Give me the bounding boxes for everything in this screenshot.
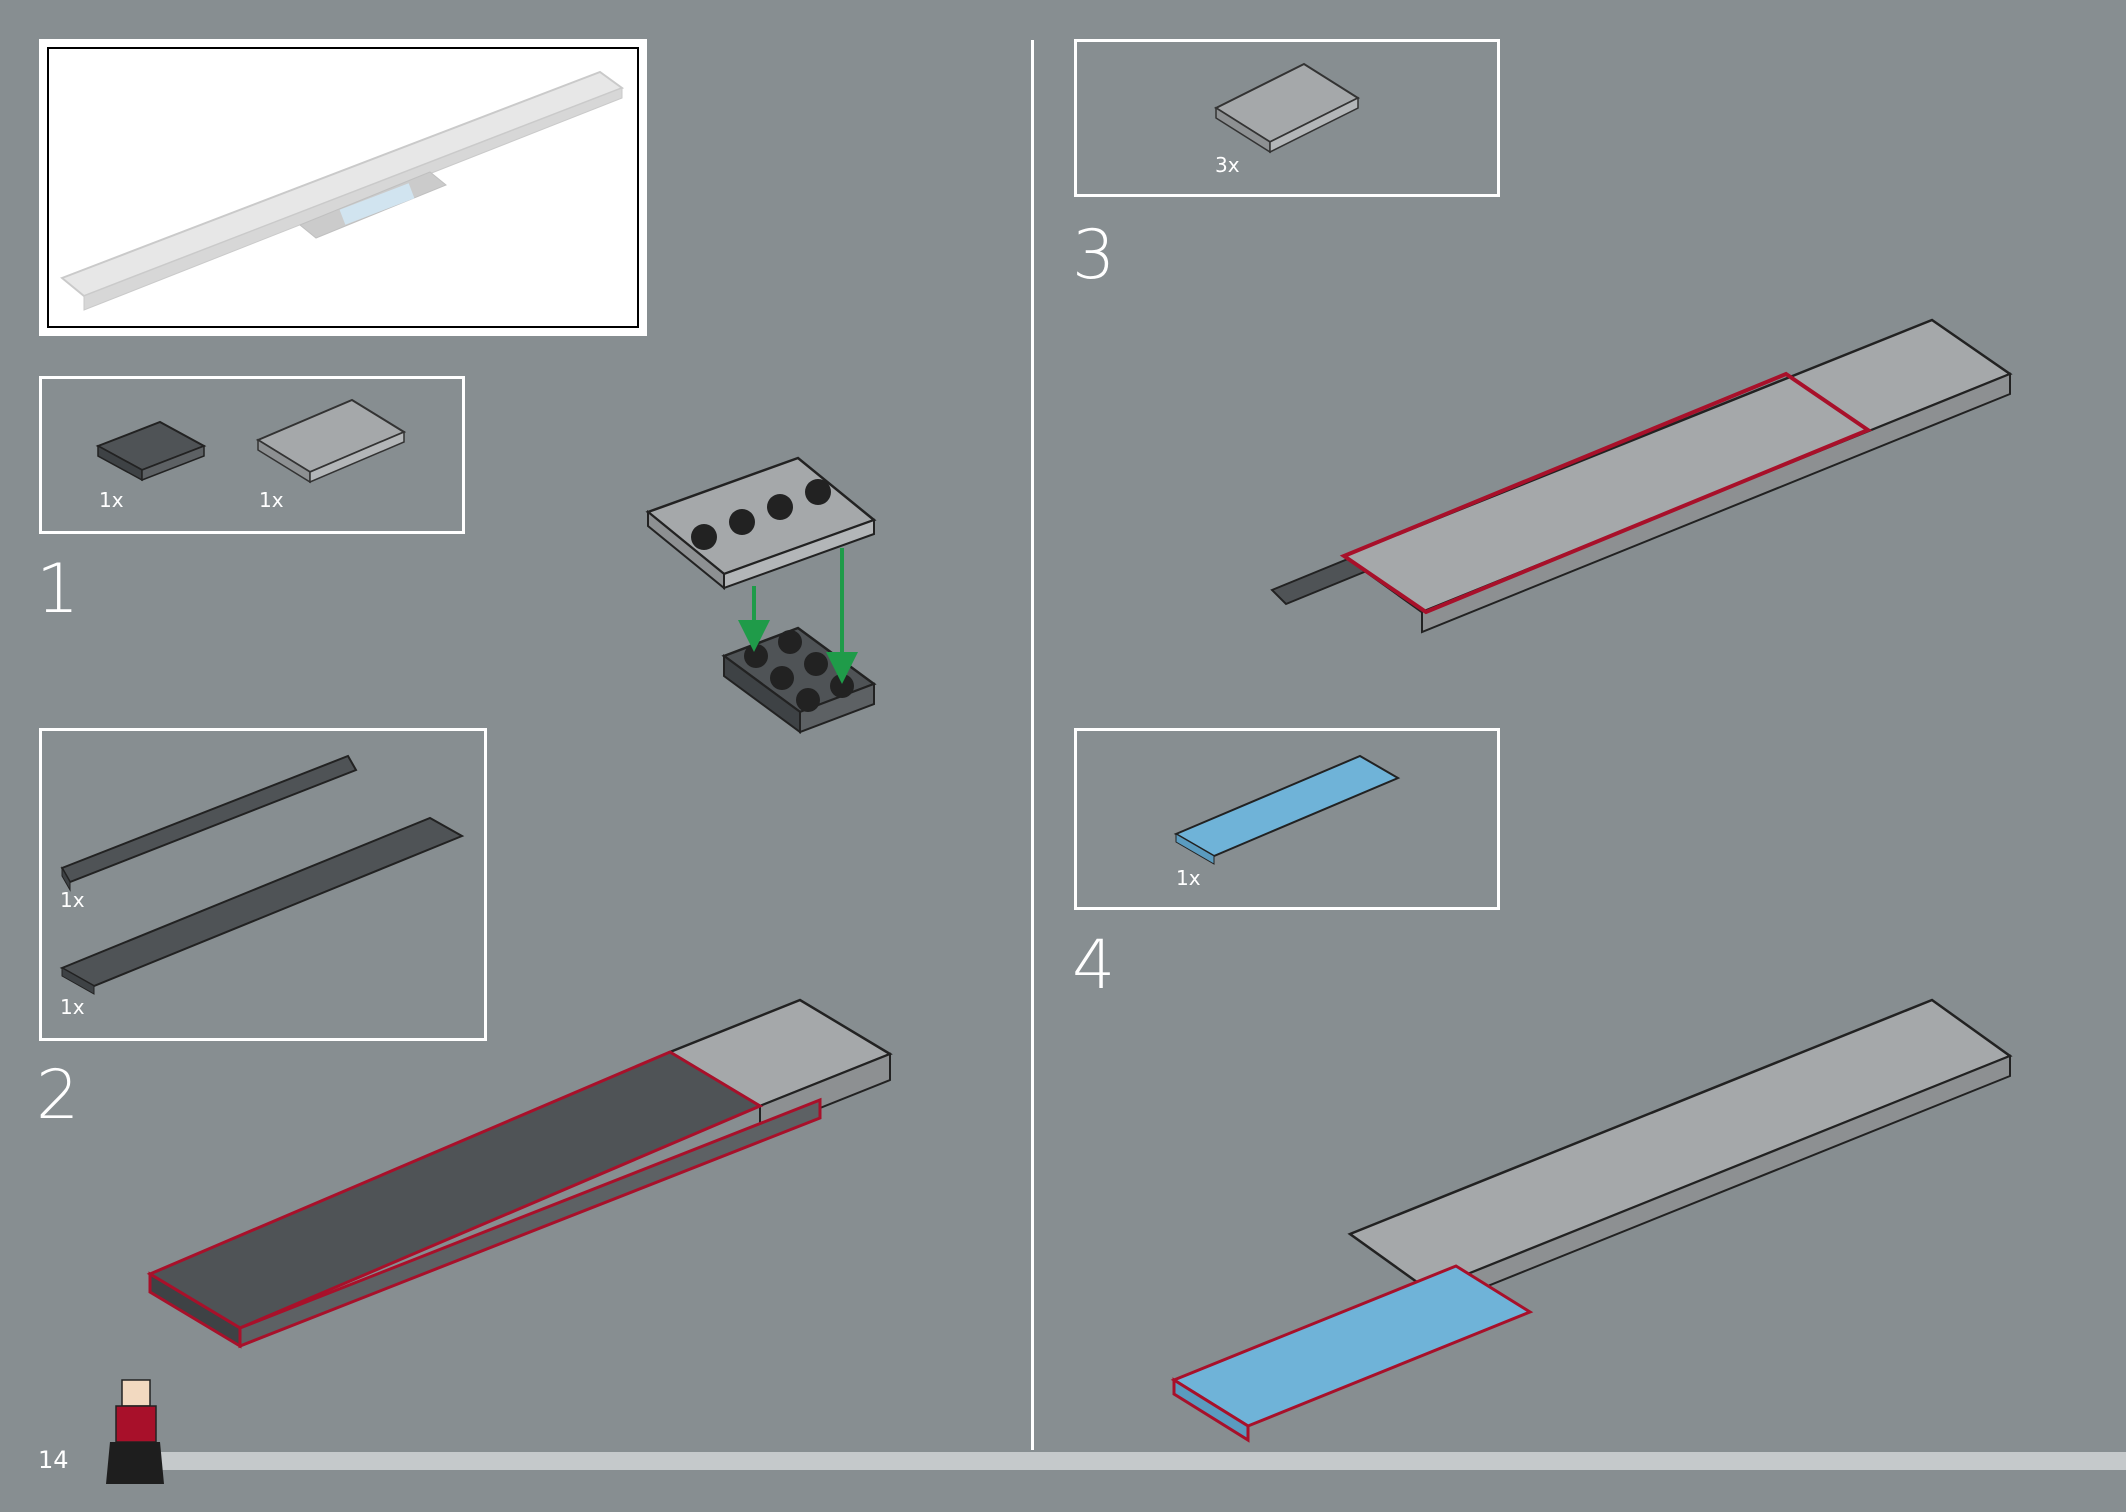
qty-step2-part1: 1x [60, 888, 85, 912]
step2-part-1x10 [60, 754, 358, 892]
step1-assembly [645, 456, 877, 734]
step2-part-2x12 [59, 816, 465, 995]
step4-part-blue-plate [1173, 754, 1401, 865]
parts-box-step-4 [1074, 728, 1500, 910]
qty-step3-part1: 3x [1215, 153, 1240, 177]
step4-assembly [1170, 998, 2013, 1443]
page-number: 14 [38, 1446, 69, 1474]
step2-assembly [146, 998, 893, 1349]
step3-assembly [1270, 318, 2013, 634]
step-number-4: 4 [1072, 926, 1116, 1005]
qty-step4-part1: 1x [1176, 866, 1201, 890]
step-number-1: 1 [36, 550, 80, 629]
overview-model [60, 70, 625, 311]
step-number-3: 3 [1072, 216, 1116, 295]
step3-part-light-tile [1213, 62, 1361, 154]
step-number-2: 2 [36, 1056, 80, 1135]
qty-step2-part2: 1x [60, 995, 85, 1019]
qty-step1-part1: 1x [99, 488, 124, 512]
parts-box-step-2 [39, 728, 487, 1041]
step1-part-light-tile [255, 398, 407, 484]
parts-box-step-3 [1074, 39, 1500, 197]
qty-step1-part2: 1x [259, 488, 284, 512]
minifigure-icon [106, 1379, 164, 1484]
page-divider [1031, 40, 1034, 1450]
progress-bar [150, 1452, 2126, 1470]
parts-box-step-1 [39, 376, 465, 534]
step1-part-dark-plate [95, 420, 207, 482]
